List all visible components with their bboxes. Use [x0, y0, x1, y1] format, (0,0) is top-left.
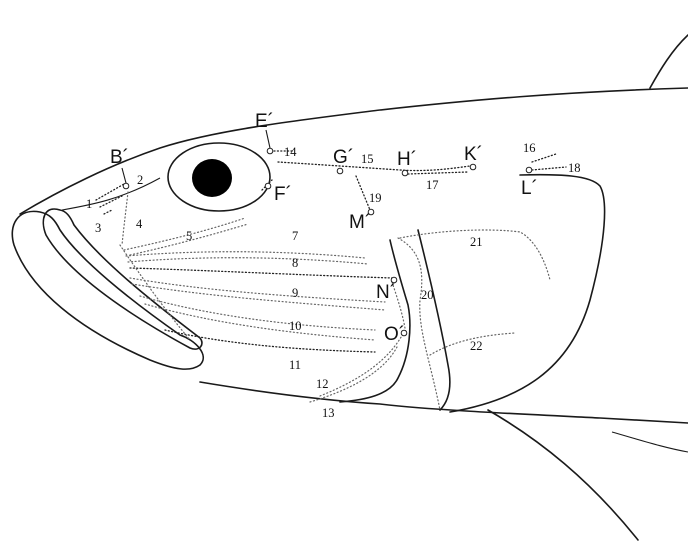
- canal-17: [408, 172, 468, 174]
- preopercle-edge: [340, 240, 410, 402]
- label-H: H´: [397, 149, 417, 170]
- num-13: 13: [322, 406, 335, 420]
- dorsal-fin-ray: [650, 35, 688, 88]
- label-G: G´: [333, 147, 354, 168]
- pore-H: [402, 170, 408, 176]
- pore-F: [265, 183, 271, 189]
- num-17: 17: [426, 178, 439, 192]
- canal-16: [532, 154, 556, 162]
- canal-9b: [132, 284, 385, 310]
- num-21: 21: [470, 235, 483, 249]
- num-7: 7: [292, 229, 298, 243]
- pore-B: [123, 183, 129, 189]
- pore-E: [267, 148, 273, 154]
- canal-8: [130, 268, 392, 278]
- canal-10: [140, 296, 375, 330]
- canal-7: [126, 252, 365, 258]
- upper-lip: [43, 209, 202, 349]
- num-5: 5: [186, 229, 192, 243]
- label-N: N´: [376, 282, 396, 303]
- num-2: 2: [137, 173, 143, 187]
- canal-15: [278, 162, 470, 171]
- label-F: F´: [274, 184, 292, 205]
- num-8: 8: [292, 256, 298, 270]
- label-O: O´: [384, 324, 405, 345]
- canal-19: [356, 176, 370, 210]
- num-1: 1: [86, 197, 92, 211]
- canal-3: [104, 210, 112, 214]
- canal-B-2: [96, 184, 124, 200]
- pectoral-fin: [488, 410, 638, 540]
- num-20: 20: [421, 288, 434, 302]
- num-19: 19: [369, 191, 382, 205]
- num-9: 9: [292, 286, 298, 300]
- pectoral-fin-lower: [612, 432, 688, 452]
- num-3: 3: [95, 221, 101, 235]
- num-12: 12: [316, 377, 329, 391]
- pore-K: [470, 164, 476, 170]
- canal-13: [310, 345, 398, 402]
- leader-B: [122, 168, 126, 183]
- label-B: B´: [110, 147, 129, 168]
- num-10: 10: [289, 319, 302, 333]
- label-E: E´: [255, 111, 274, 132]
- leader-E: [266, 130, 270, 148]
- label-K: K´: [464, 144, 483, 165]
- num-4: 4: [136, 217, 143, 231]
- pore-G: [337, 168, 343, 174]
- label-M: M´: [349, 212, 371, 233]
- num-18: 18: [568, 161, 581, 175]
- num-16: 16: [523, 141, 536, 155]
- label-L: L´: [521, 178, 538, 199]
- canal-18: [532, 167, 566, 170]
- ventral-profile: [200, 382, 688, 423]
- num-22: 22: [470, 339, 483, 353]
- num-11: 11: [289, 358, 301, 372]
- pore-L: [526, 167, 532, 173]
- num-14: 14: [284, 145, 297, 159]
- gill-cover-edge: [450, 175, 605, 412]
- num-15: 15: [361, 152, 374, 166]
- canal-4: [122, 192, 128, 245]
- eye-pupil: [192, 159, 232, 197]
- canal-7b: [128, 258, 368, 264]
